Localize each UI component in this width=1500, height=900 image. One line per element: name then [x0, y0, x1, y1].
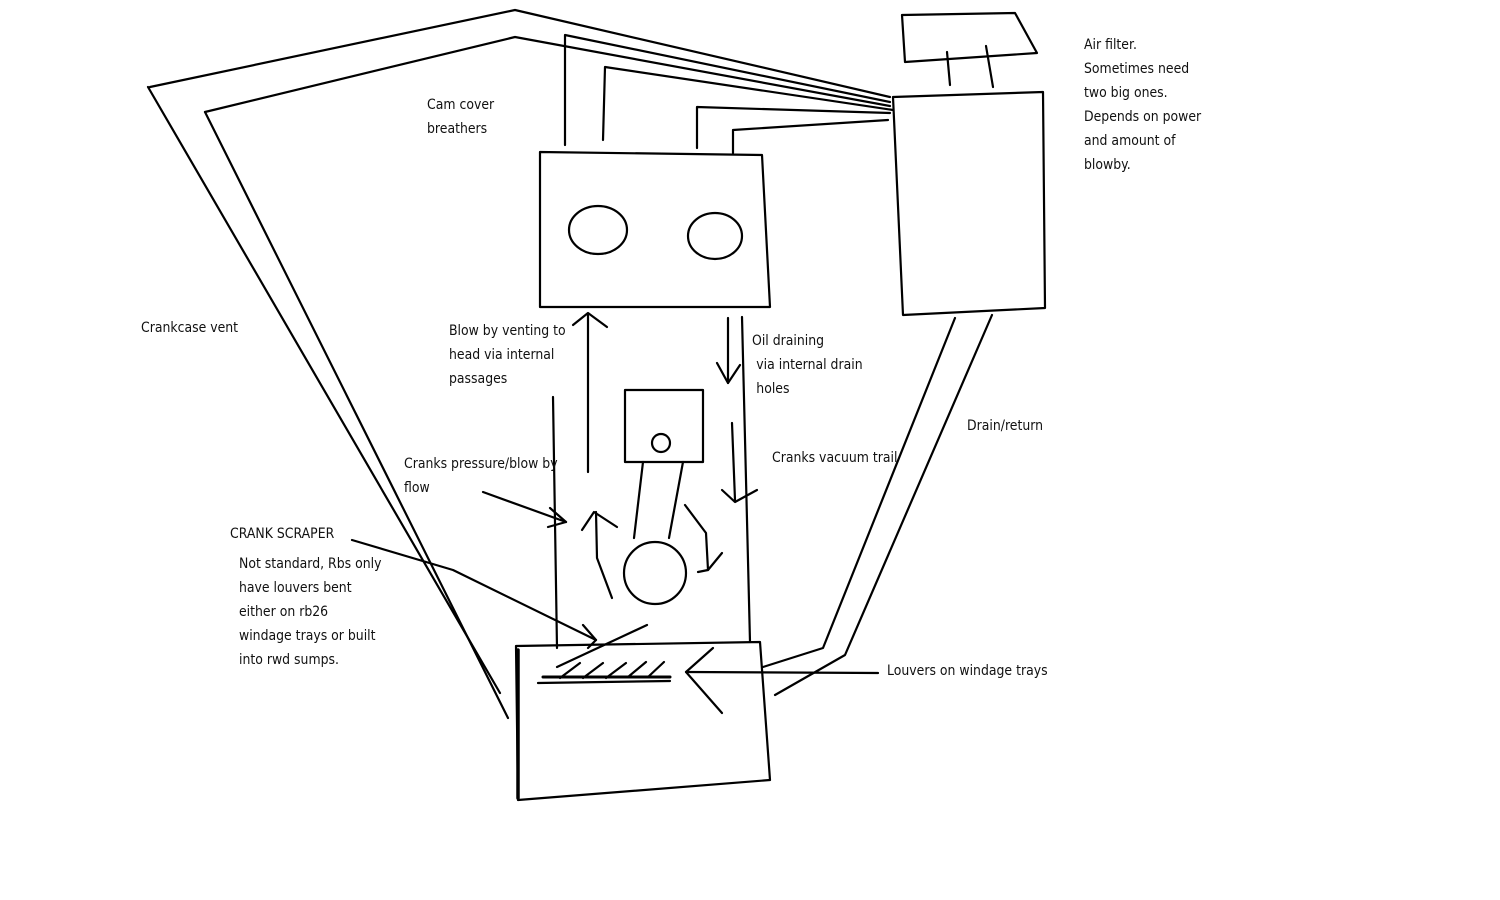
blow-by-up-arrow-icon: [571, 311, 609, 474]
air-filter-note: Air filter. Sometimes need two big ones.…: [1084, 37, 1202, 173]
cranks-vacuum-label: Cranks vacuum trail: [772, 450, 898, 466]
oil-draining-label: Oil draining via internal drain holes: [752, 333, 863, 397]
crank-rotation-right-arrow-icon: [683, 503, 724, 574]
air-filter-icon: [900, 11, 1039, 89]
louvers-pointer-arrow-icon: [684, 646, 880, 715]
oil-drain-down-arrow-icon: [715, 316, 742, 385]
cranks-pressure-arrow-icon: [481, 490, 568, 529]
drain-return-hoses: [761, 313, 994, 697]
cranks-vacuum-arrow-icon: [720, 421, 759, 504]
piston-assembly-icon: [622, 388, 705, 606]
cam-cover-breathers-label: Cam cover breathers: [427, 97, 495, 137]
cam-cover-breather-hoses: [563, 33, 895, 155]
louvers-label: Louvers on windage trays: [887, 663, 1048, 679]
crankcase-vent-hose: [146, 8, 892, 720]
catch-can-icon: [891, 90, 1047, 317]
not-standard-note: Not standard, Rbs only have louvers bent…: [239, 556, 382, 668]
blow-by-venting-label: Blow by venting to head via internal pas…: [449, 323, 566, 387]
crankcase-vent-label: Crankcase vent: [141, 320, 239, 336]
crank-scraper-label: CRANK SCRAPER: [230, 526, 335, 542]
cylinder-head-icon: [538, 150, 772, 309]
crank-scraper-pointer-arrow-icon: [350, 538, 598, 650]
drain-return-label: Drain/return: [967, 418, 1044, 434]
engine-block-icon: [551, 315, 752, 650]
crank-rotation-left-arrow-icon: [580, 510, 619, 600]
windage-tray-louvers: [555, 623, 666, 680]
cranks-pressure-label: Cranks pressure/blow by flow: [404, 456, 558, 496]
